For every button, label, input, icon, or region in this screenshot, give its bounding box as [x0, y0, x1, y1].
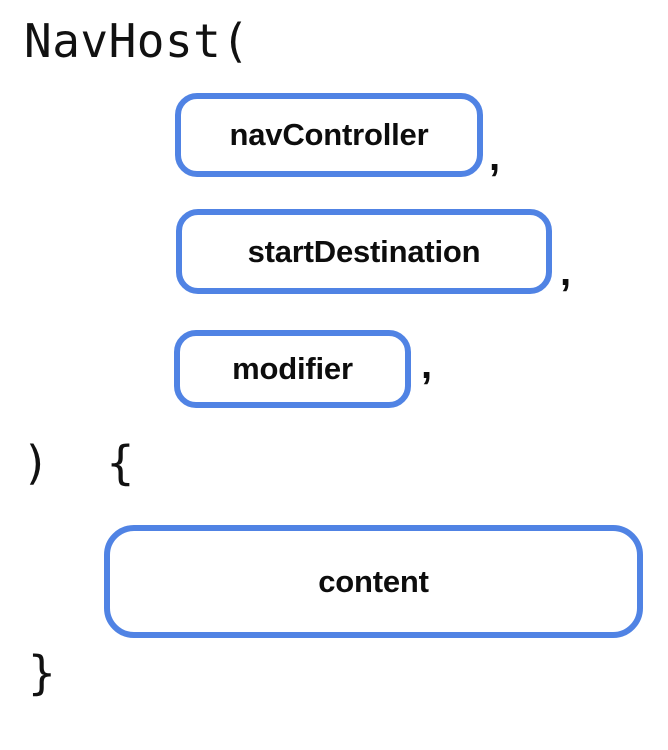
param-pill-navcontroller-label: navController: [229, 117, 429, 152]
param-pill-navcontroller[interactable]: navController: [175, 93, 483, 177]
param-pill-modifier[interactable]: modifier: [174, 330, 411, 408]
param-pill-modifier-label: modifier: [232, 351, 353, 386]
param-pill-startdestination-label: startDestination: [247, 233, 481, 269]
param-separator-comma-1: ,: [489, 135, 501, 179]
param-separator-comma-3: ,: [421, 343, 433, 387]
code-line-navhost-open: NavHost(: [24, 14, 250, 68]
param-pill-startdestination[interactable]: startDestination: [176, 209, 552, 294]
body-pill-content[interactable]: content: [104, 525, 643, 638]
param-separator-comma-2: ,: [560, 250, 572, 294]
code-line-close-brace: }: [28, 646, 57, 700]
body-pill-content-label: content: [318, 563, 429, 599]
code-line-close-paren-open-brace: ) {: [22, 436, 135, 490]
